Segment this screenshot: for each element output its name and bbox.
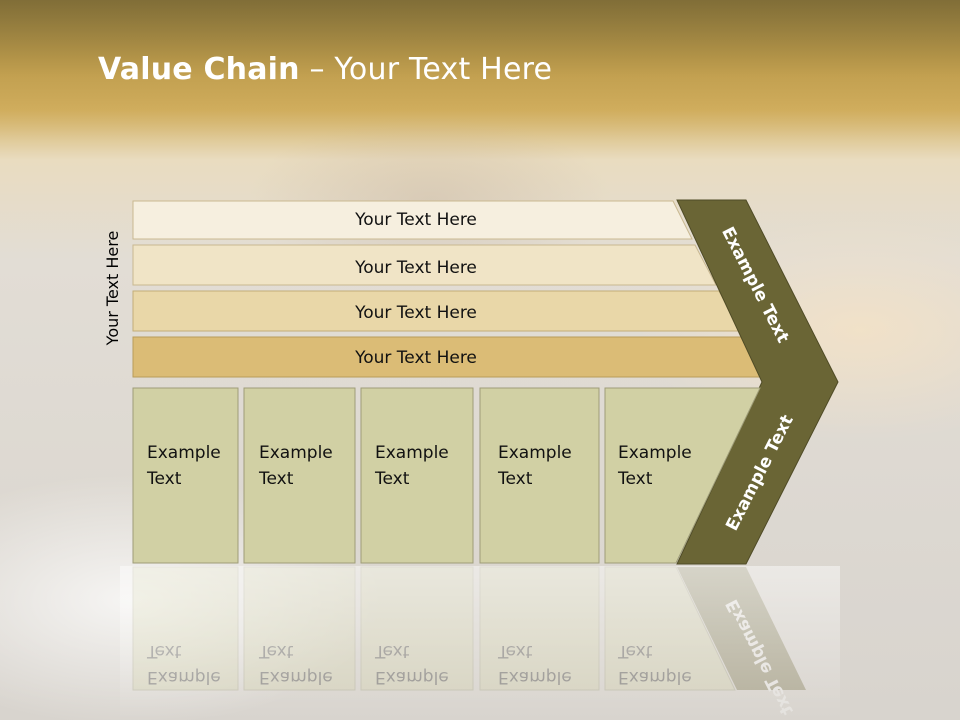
cell-5-line1: Example xyxy=(618,443,692,463)
row-1: Your Text Here xyxy=(132,200,693,240)
row-3: Your Text Here xyxy=(132,290,741,332)
row-2: Your Text Here xyxy=(132,244,717,286)
row-2-label: Your Text Here xyxy=(354,258,477,278)
row-2-shape xyxy=(132,244,717,286)
cell-1-line1: Example xyxy=(147,443,221,463)
chevron-shape xyxy=(676,199,839,565)
cell-4: Example Text xyxy=(479,387,600,564)
cell-3-box xyxy=(360,387,474,564)
slide-title: Value Chain – Your Text Here xyxy=(98,52,552,87)
title-rest: – Your Text Here xyxy=(299,52,553,87)
cell-1-box xyxy=(132,387,239,564)
cell-2: Example Text xyxy=(243,387,356,564)
cell-1-line2: Text xyxy=(146,469,182,489)
reflection-fade xyxy=(120,566,840,720)
cell-1: Example Text xyxy=(132,387,239,564)
cell-3: Example Text xyxy=(360,387,474,564)
cell-2-line1: Example xyxy=(259,443,333,463)
cell-4-box xyxy=(479,387,600,564)
cell-4-line1: Example xyxy=(498,443,572,463)
row-1-label: Your Text Here xyxy=(354,210,477,230)
cell-5: Example Text xyxy=(604,387,761,564)
cell-3-line2: Text xyxy=(374,469,410,489)
row-4: Your Text Here xyxy=(132,336,765,378)
cell-5-line2: Text xyxy=(617,469,653,489)
row-1-shape xyxy=(132,200,693,240)
cell-2-line2: Text xyxy=(258,469,294,489)
cell-3-line1: Example xyxy=(375,443,449,463)
header-band xyxy=(0,0,960,140)
row-3-label: Your Text Here xyxy=(354,303,477,323)
row-4-label: Your Text Here xyxy=(354,348,477,368)
cell-5-box xyxy=(604,387,761,564)
cell-4-line2: Text xyxy=(497,469,533,489)
title-bold: Value Chain xyxy=(98,52,300,87)
cell-2-box xyxy=(243,387,356,564)
